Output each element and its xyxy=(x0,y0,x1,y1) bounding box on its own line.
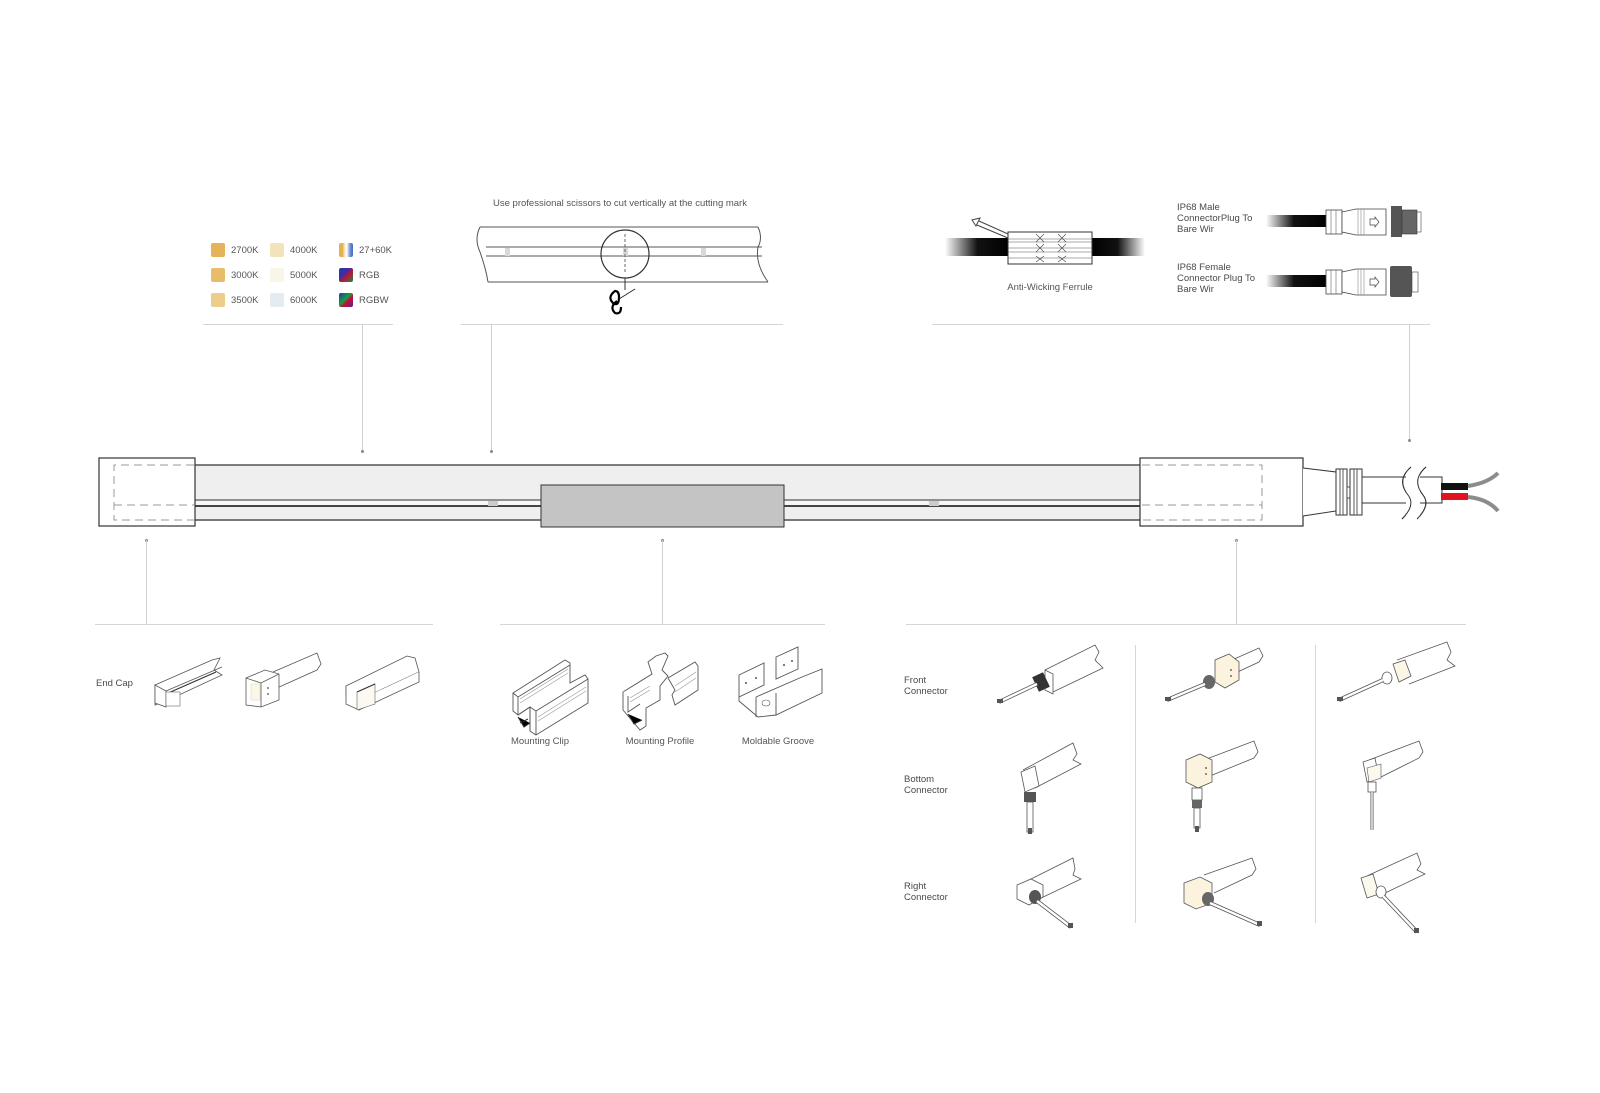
swatch-label: 2700K xyxy=(231,245,259,256)
swatch-3500k xyxy=(211,293,225,307)
neon-strip-main-drawing xyxy=(98,457,1500,528)
end-cap-variant-1-drawing xyxy=(154,657,223,708)
anti-wicking-ferrule-label: Anti-Wicking Ferrule xyxy=(1007,282,1093,293)
leader-line-endcap xyxy=(146,540,147,624)
leader-dot xyxy=(361,450,364,453)
front-connector-variant-3-drawing xyxy=(1337,641,1456,702)
swatch-label: 3500K xyxy=(231,295,259,306)
moldable-groove-drawing xyxy=(738,646,823,718)
ip68-male-connector-drawing xyxy=(1266,206,1422,237)
leader-line-connectors xyxy=(1236,540,1237,624)
mounting-clip-drawing xyxy=(512,659,589,736)
front-connector-variant-1-drawing xyxy=(997,644,1104,704)
end-cap-label: End Cap xyxy=(96,678,133,689)
leader-dot xyxy=(490,450,493,453)
ip68-female-label: IP68 Female Connector Plug To Bare Wir xyxy=(1177,262,1255,295)
swatch-label: RGBW xyxy=(359,295,389,306)
bottom-connector-variant-3-drawing xyxy=(1362,740,1424,830)
moldable-groove-label: Moldable Groove xyxy=(741,736,815,747)
mounting-profile-label: Mounting Profile xyxy=(625,736,695,747)
connector-column-divider xyxy=(1315,645,1316,923)
anti-wicking-ferrule-drawing xyxy=(945,217,1145,265)
front-connector-label: Front Connector xyxy=(904,675,948,697)
swatch-rgbw xyxy=(339,293,353,307)
mounting-clip-label: Mounting Clip xyxy=(510,736,570,747)
scissors-icon xyxy=(609,288,636,315)
cutting-diagram xyxy=(476,226,769,290)
bottom-connector-label: Bottom Connector xyxy=(904,774,948,796)
front-connector-variant-2-drawing xyxy=(1165,647,1264,702)
cutting-instruction: Use professional scissors to cut vertica… xyxy=(493,198,747,209)
swatch-2700k xyxy=(211,243,225,257)
bottom-connector-variant-2-drawing xyxy=(1185,740,1259,832)
mounting-divider xyxy=(500,624,825,625)
mounting-profile-drawing xyxy=(622,652,699,731)
swatch-4000k xyxy=(270,243,284,257)
swatch-label: 5000K xyxy=(290,270,318,281)
swatch-3000k xyxy=(211,268,225,282)
cutting-divider xyxy=(461,324,783,325)
connector-column-divider xyxy=(1135,645,1136,923)
leader-dot xyxy=(1408,439,1411,442)
ip68-male-label: IP68 Male ConnectorPlug To Bare Wir xyxy=(1177,202,1253,235)
leader-line-plug xyxy=(1409,324,1410,440)
connector-divider xyxy=(932,324,1430,325)
endcap-divider xyxy=(95,624,433,625)
connectors-divider xyxy=(906,624,1466,625)
ip68-female-connector-drawing xyxy=(1266,266,1419,297)
swatch-6000k xyxy=(270,293,284,307)
swatch-label: 27+60K xyxy=(359,245,393,256)
bottom-connector-variant-1-drawing xyxy=(1020,742,1082,834)
swatch-5000k xyxy=(270,268,284,282)
swatch-label: RGB xyxy=(359,270,380,281)
swatch-label: 4000K xyxy=(290,245,318,256)
right-connector-variant-3-drawing xyxy=(1360,852,1426,934)
end-cap-variant-3-drawing xyxy=(345,655,420,711)
swatch-27-60k xyxy=(339,243,353,257)
right-connector-label: Right Connector xyxy=(904,881,948,903)
swatch-rgb xyxy=(339,268,353,282)
leader-line-cut xyxy=(491,324,492,450)
swatch-label: 6000K xyxy=(290,295,318,306)
leader-line-colors xyxy=(362,324,363,450)
leader-line-mounting xyxy=(662,540,663,624)
legend-divider xyxy=(203,324,393,325)
right-connector-variant-2-drawing xyxy=(1183,857,1262,927)
swatch-label: 3000K xyxy=(231,270,259,281)
end-cap-variant-2-drawing xyxy=(245,652,322,708)
right-connector-variant-1-drawing xyxy=(1016,857,1082,929)
